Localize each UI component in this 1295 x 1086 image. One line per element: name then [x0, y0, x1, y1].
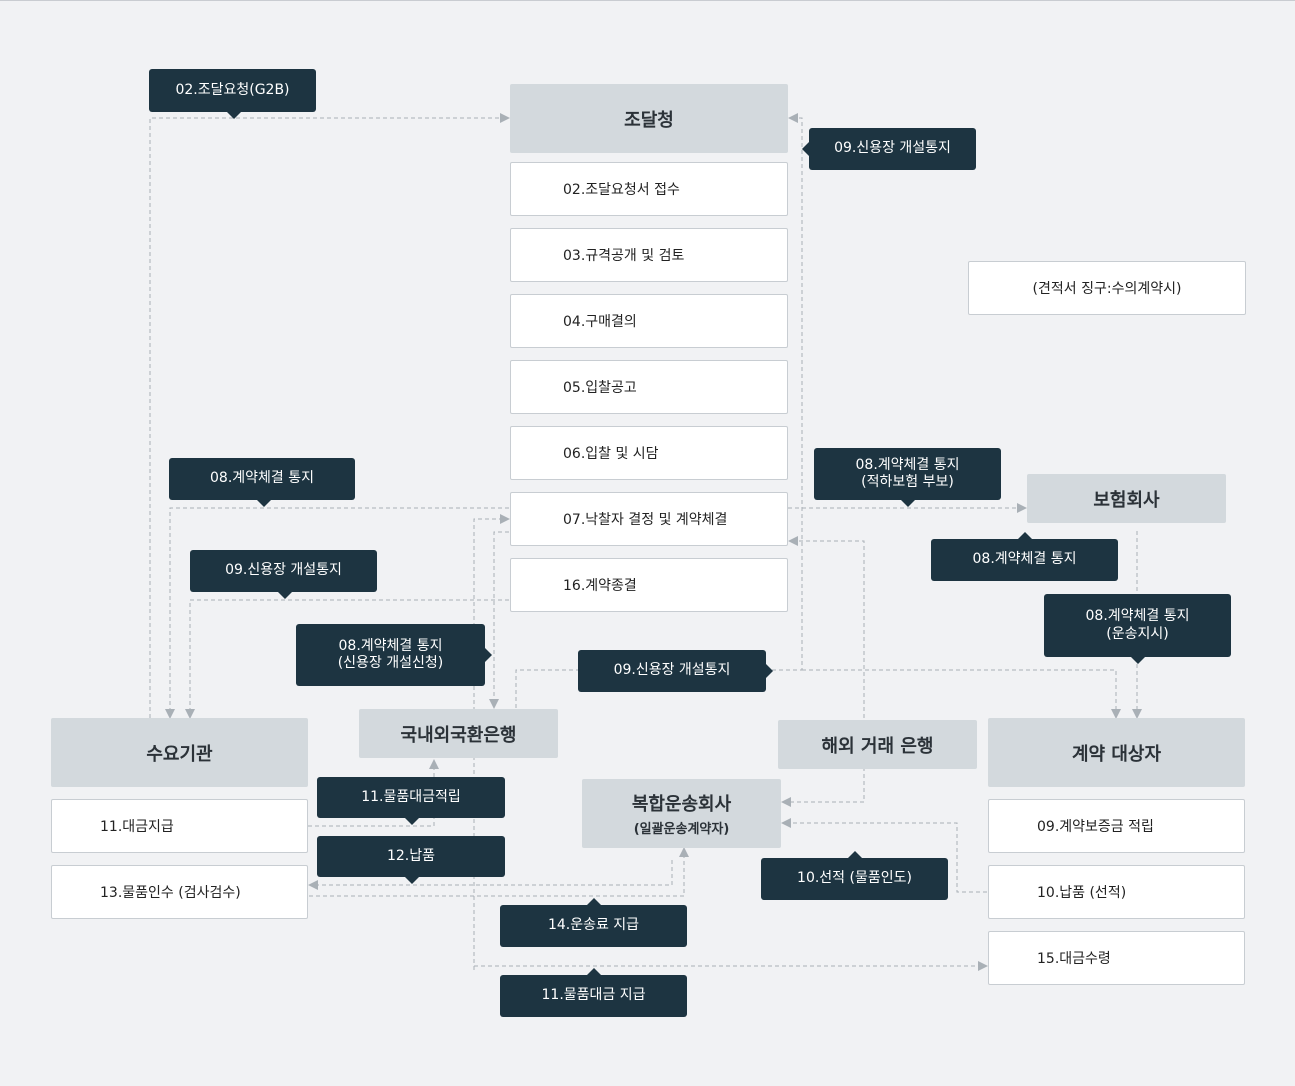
- forwarder-header: 복합운송회사 (일괄운송계약자): [582, 779, 781, 848]
- tag-contract-notice-shipping: 08.계약체결 통지 (운송지시): [1044, 594, 1231, 664]
- step-contract-close: 16.계약종결: [510, 558, 788, 612]
- tag-label: 09.신용장 개설통지: [834, 140, 951, 157]
- tag-contract-notice-right: 08.계약체결 통지: [931, 532, 1118, 581]
- step-purchase-decision: 04.구매결의: [510, 294, 788, 348]
- step-label: 10.납품 (선적): [1037, 885, 1127, 901]
- line-g2b-request: [149, 113, 510, 718]
- step-label: 09.계약보증금 적립: [1037, 819, 1154, 835]
- procurement-service-header: 조달청: [510, 84, 788, 153]
- demand-step-inspection: 13.물품인수 (검사검수): [51, 865, 308, 919]
- procurement-service-label: 조달청: [624, 109, 674, 131]
- step-bidding: 06.입찰 및 시담: [510, 426, 788, 480]
- overseas-bank-label: 해외 거래 은행: [821, 735, 934, 757]
- tag-label: (적하보험 부보): [861, 474, 954, 490]
- step-request-receipt: 02.조달요청서 접수: [510, 162, 788, 216]
- demand-step-payment: 11.대금지급: [51, 799, 308, 853]
- estimate-note: (견적서 징구:수의계약시): [968, 261, 1246, 315]
- step-bid-notice: 05.입찰공고: [510, 360, 788, 414]
- line-overseas-to-forwarder: [781, 760, 865, 807]
- step-label: 07.낙찰자 결정 및 계약체결: [563, 512, 728, 528]
- contractor-step-shipping: 10.납품 (선적): [988, 865, 1245, 919]
- contractor-header: 계약 대상자: [988, 718, 1245, 787]
- tag-goods-payment: 11.물품대금 지급: [500, 968, 687, 1017]
- contractor-label: 계약 대상자: [1071, 743, 1162, 765]
- insurer-label: 보험회사: [1093, 489, 1160, 511]
- insurer-header: 보험회사: [1027, 474, 1226, 523]
- step-label: 16.계약종결: [563, 578, 637, 594]
- domestic-bank-header: 국내외국환은행: [359, 709, 558, 758]
- tag-freight-payment: 14.운송료 지급: [500, 898, 687, 947]
- forwarder-label: 복합운송회사: [631, 794, 732, 815]
- tag-label: 10.선적 (물품인도): [797, 870, 912, 887]
- tag-label: 02.조달요청(G2B): [175, 81, 290, 98]
- tag-shipping: 10.선적 (물품인도): [761, 851, 948, 900]
- tag-payment-reserve: 11.물품대금적립: [317, 777, 505, 825]
- step-label: 11.대금지급: [100, 819, 174, 835]
- step-label: 02.조달요청서 접수: [563, 182, 680, 198]
- tag-lc-notice-mid: 09.신용장 개설통지: [578, 650, 773, 692]
- line-lc-to-demand: [185, 599, 509, 719]
- tag-label: 08.계약체결 통지: [210, 470, 314, 487]
- demand-agency-label: 수요기관: [146, 743, 213, 765]
- tag-label: 14.운송료 지급: [547, 917, 640, 934]
- estimate-note-label: (견적서 징구:수의계약시): [1032, 281, 1182, 297]
- top-border: [0, 0, 1295, 1]
- tag-label: 09.신용장 개설통지: [613, 662, 731, 679]
- tag-label: 09.신용장 개설통지: [225, 562, 342, 579]
- line-delivery: [308, 860, 673, 890]
- line-overseas-to-contract: [788, 536, 865, 718]
- tag-label: 08.계약체결 통지: [338, 637, 443, 654]
- step-label: 03.규격공개 및 검토: [563, 248, 685, 264]
- step-label: 15.대금수령: [1037, 951, 1111, 967]
- tag-contract-notice-left: 08.계약체결 통지: [169, 458, 355, 507]
- forwarder-sublabel: (일괄운송계약자): [633, 822, 730, 837]
- contractor-step-receipt: 15.대금수령: [988, 931, 1245, 985]
- overseas-bank-header: 해외 거래 은행: [778, 720, 977, 769]
- line-contract-to-bank: [489, 531, 509, 709]
- tag-contract-notice-lc: 08.계약체결 통지 (신용장 개설신청): [296, 624, 492, 686]
- step-spec-review: 03.규격공개 및 검토: [510, 228, 788, 282]
- demand-agency-header: 수요기관: [51, 718, 308, 787]
- tag-label: 08.계약체결 통지: [855, 456, 960, 473]
- contractor-step-deposit: 09.계약보증금 적립: [988, 799, 1245, 853]
- tag-label: 08.계약체결 통지: [972, 551, 1077, 568]
- line-contract-to-demand: [165, 507, 509, 719]
- domestic-bank-label: 국내외국환은행: [400, 724, 517, 746]
- step-contract: 07.낙찰자 결정 및 계약체결: [510, 492, 788, 546]
- tag-label: 12.납품: [386, 847, 436, 864]
- step-label: 13.물품인수 (검사검수): [100, 885, 241, 901]
- tag-label: (운송지시): [1106, 625, 1169, 642]
- line-lc-to-contractor: [802, 669, 1121, 719]
- tag-lc-notice-left: 09.신용장 개설통지: [190, 550, 377, 599]
- tag-label: (신용장 개설신청): [337, 655, 444, 671]
- tag-label: 08.계약체결 통지: [1085, 608, 1190, 624]
- line-contractor-to-forwarder: [781, 818, 987, 893]
- tag-g2b-request: 02.조달요청(G2B): [149, 69, 316, 119]
- line-freight: [309, 847, 689, 897]
- step-label: 05.입찰공고: [563, 380, 637, 396]
- tag-lc-notice-top: 09.신용장 개설통지: [802, 128, 976, 170]
- tag-contract-notice-insurance: 08.계약체결 통지 (적하보험 부보): [814, 448, 1001, 507]
- tag-label: 11.물품대금적립: [361, 788, 461, 805]
- line-bank-to-contract: [473, 514, 510, 970]
- tag-delivery: 12.납품: [317, 836, 505, 884]
- tag-label: 11.물품대금 지급: [541, 987, 646, 1004]
- step-label: 04.구매결의: [563, 314, 637, 330]
- step-label: 06.입찰 및 시담: [563, 446, 659, 462]
